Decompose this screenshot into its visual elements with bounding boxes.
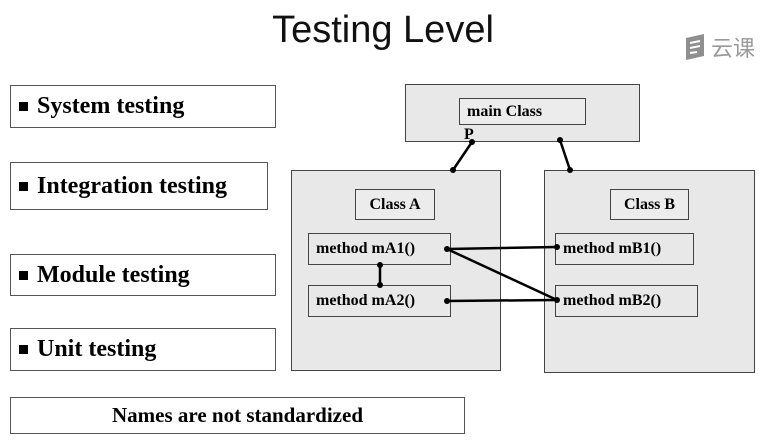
bullet-square-icon [19,345,28,354]
connector-main-to-class-a [451,141,474,171]
level-unit-testing: Unit testing [10,328,276,371]
watermark: 云课 [684,30,766,66]
slide-title: Testing Level [272,9,494,51]
main-class-suffix: P [464,126,474,143]
method-mb2-box: method mB2() [555,285,698,317]
level-label: Integration testing [37,172,227,199]
class-a-label: Class A [355,189,435,220]
level-integration-testing: Integration testing [10,162,268,210]
bullet-square-icon [19,102,28,111]
bullet-square-icon [19,181,28,191]
class-b-label: Class B [610,189,689,220]
watermark-text: 云课 [711,37,755,62]
bullet-square-icon [19,270,28,280]
method-mb1-box: method mB1() [555,233,694,265]
cloud-classroom-logo-icon: 云课 [686,34,755,62]
main-class-label: main Class [459,98,586,125]
level-label: Module testing [37,261,190,288]
level-system-testing: System testing [10,85,276,128]
note-names-not-standardized: Names are not standardized [10,397,465,434]
level-module-testing: Module testing [10,254,276,296]
connector-main-to-class-b [558,139,572,171]
level-label: Unit testing [37,336,157,362]
method-ma2-box: method mA2() [308,285,451,317]
method-ma1-box: method mA1() [308,233,451,265]
level-label: System testing [37,93,185,119]
